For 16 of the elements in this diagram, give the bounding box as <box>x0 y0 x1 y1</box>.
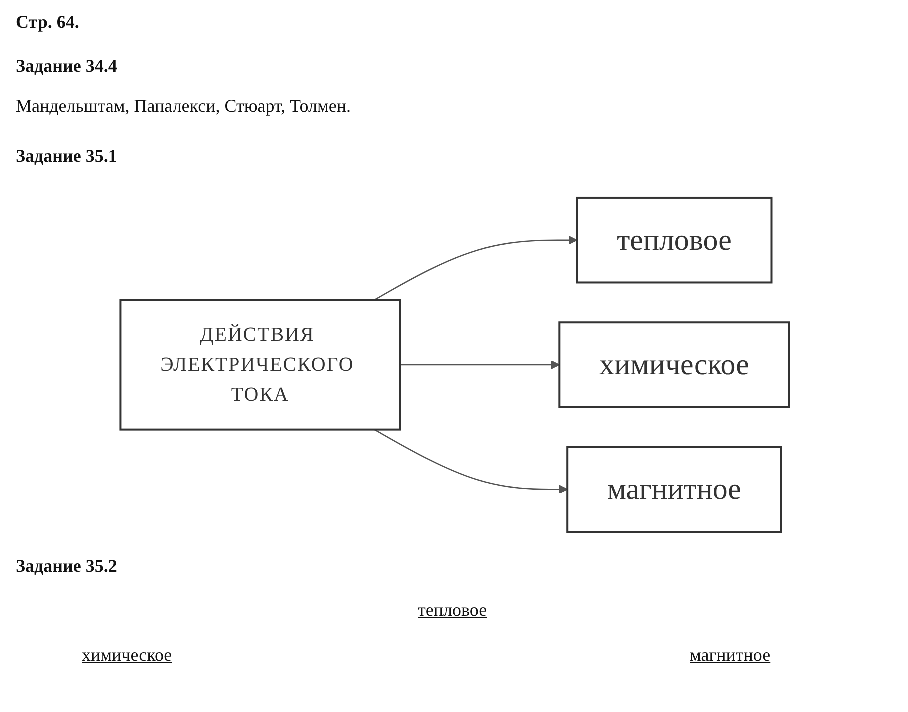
node-box <box>120 299 402 431</box>
answer-word: химическое <box>82 645 172 666</box>
arrow <box>400 360 560 370</box>
flow-diagram: ДЕЙСТВИЯ ЭЛЕКТРИЧЕСКОГО ТОКА тепловое химическое магнитное <box>20 190 890 540</box>
node-box <box>566 446 782 534</box>
node-box <box>576 196 773 284</box>
page-number: Стр. 64. <box>16 12 80 33</box>
task-heading: Задание 34.4 <box>16 56 118 77</box>
node-box <box>558 322 790 408</box>
answer-text: Мандельштам, Папалекси, Стюарт, Толмен. <box>16 96 351 117</box>
answer-word: магнитное <box>690 645 771 666</box>
arrow <box>374 429 568 494</box>
answer-word: тепловое <box>418 600 488 621</box>
task-heading: Задание 35.2 <box>16 556 118 577</box>
task-heading: Задание 35.1 <box>16 146 118 167</box>
arrow <box>374 236 578 301</box>
